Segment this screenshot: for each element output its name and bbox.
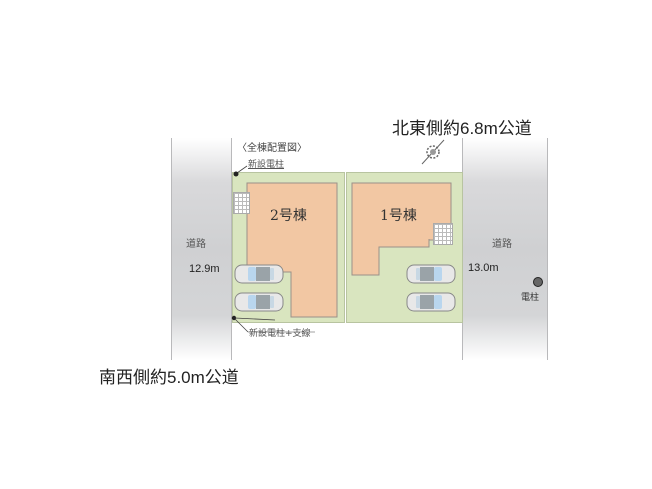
- existing-pole-icon: [533, 277, 543, 287]
- road-right-edge: [547, 138, 548, 360]
- car-icon: [406, 292, 456, 312]
- road-right-name: 道路: [492, 239, 512, 250]
- road-left-edge-inner: [231, 138, 232, 360]
- compass-icon: [421, 139, 445, 165]
- car-icon: [234, 264, 284, 284]
- road-left-name: 道路: [186, 239, 206, 250]
- road-left-edge: [171, 138, 172, 360]
- deck-lot-1: [433, 223, 453, 245]
- utility-pole-icon: [231, 315, 315, 333]
- road-left-width: 12.9m: [189, 263, 220, 275]
- car-icon: [406, 264, 456, 284]
- road-left: [171, 138, 232, 360]
- deck-lot-2: [233, 192, 250, 214]
- house-2-label: 2号棟: [270, 208, 307, 224]
- new-pole-top-label: 新設電柱: [248, 160, 285, 170]
- existing-pole-label: 電柱: [521, 293, 540, 303]
- road-right: [462, 138, 548, 360]
- house-1: [351, 182, 452, 276]
- utility-pole-icon: [233, 165, 248, 177]
- southwest-road-label: 南西側約5.0m公道: [99, 368, 239, 387]
- house-1-label: 1号棟: [380, 208, 417, 224]
- new-pole-bottom-label: 新設電柱+支線: [249, 329, 311, 339]
- road-right-width: 13.0m: [468, 262, 499, 274]
- northeast-road-label: 北東側約6.8m公道: [392, 119, 532, 138]
- car-icon: [234, 292, 284, 312]
- diagram-title: 〈全棟配置図〉: [237, 143, 307, 154]
